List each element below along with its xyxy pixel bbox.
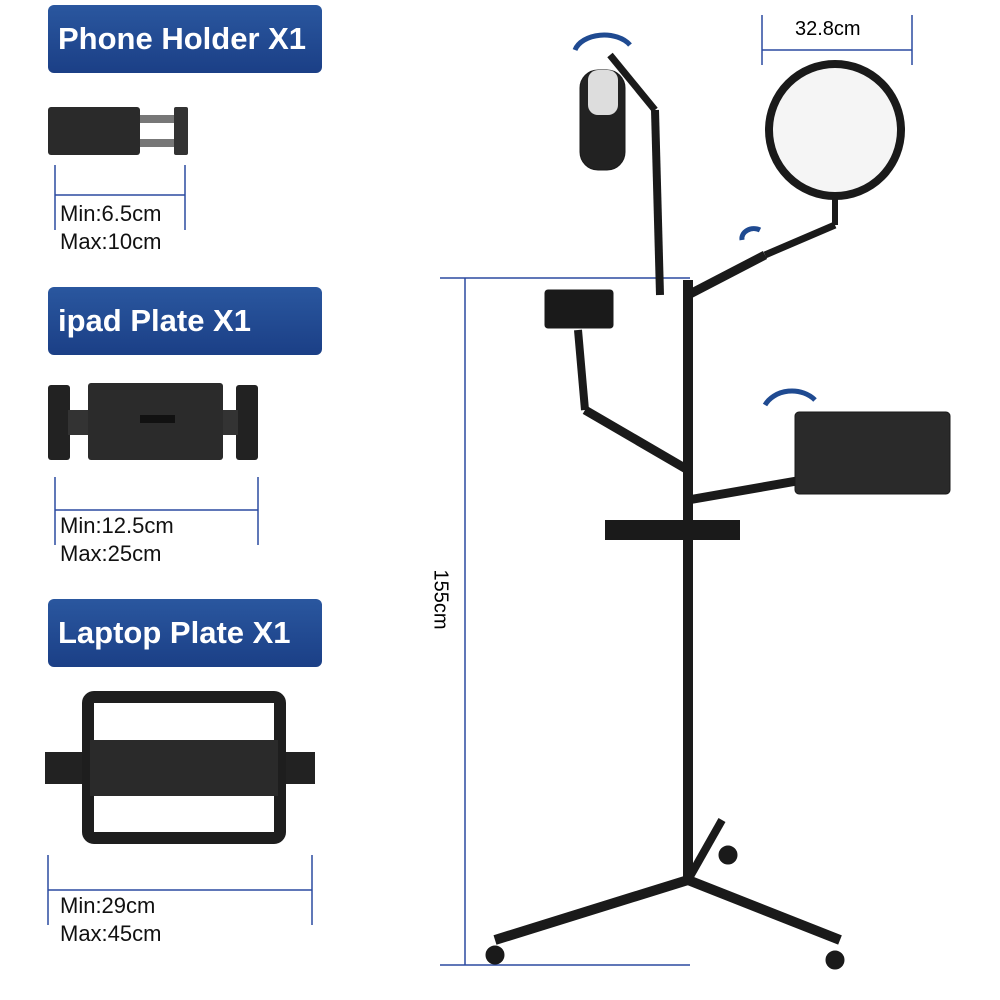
min-size: Min:6.5cm: [60, 201, 162, 226]
phone-holder-image: [48, 107, 188, 155]
stand-image: [485, 52, 951, 970]
ipad-plate-label: ipad Plate X1: [48, 287, 322, 355]
dimension-lines: [47, 15, 913, 966]
light-diameter-label: 32.8cm: [795, 18, 861, 40]
laptop-plate-label: Laptop Plate X1: [48, 599, 322, 667]
min-size: Min:29cm: [60, 893, 156, 918]
phone-holder-label: Phone Holder X1: [48, 5, 322, 73]
rotation-arrow-icons: [572, 32, 817, 407]
max-size: Max:25cm: [60, 541, 162, 566]
stand-height-label: 155cm: [429, 569, 452, 630]
laptop-plate-image: [45, 691, 315, 844]
min-size: Min:12.5cm: [60, 513, 174, 538]
max-size: Max:45cm: [60, 921, 162, 946]
ipad-plate-image: [48, 383, 258, 460]
max-size: Max:10cm: [60, 229, 162, 254]
